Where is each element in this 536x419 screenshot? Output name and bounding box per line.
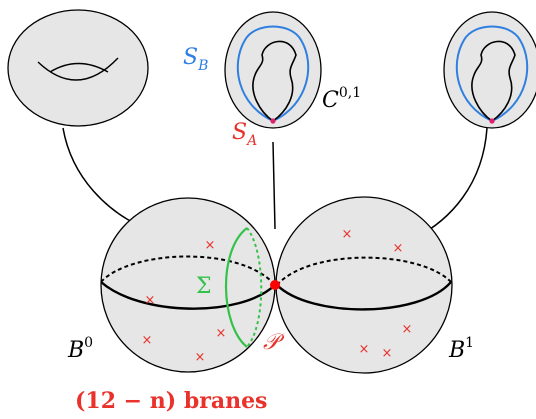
brane-marker: × (342, 227, 353, 242)
torus-fiber (7, 9, 149, 127)
brane-marker: × (402, 322, 413, 337)
brane-marker: × (145, 293, 156, 308)
label-b0: B0 (67, 335, 93, 363)
brane-marker: × (393, 241, 404, 256)
brane-marker: × (382, 346, 393, 361)
torus-hole-bottom (49, 62, 109, 73)
torus-hole-top (37, 57, 119, 81)
middle-pinch-point (270, 118, 276, 124)
sphere-b0-equator-back (100, 255, 276, 286)
pinched-fiber-middle (224, 11, 322, 129)
middle-black-cycle (252, 40, 297, 122)
sphere-b1-equator-back (276, 256, 452, 286)
torus-body (7, 9, 149, 127)
b0-brane-markers: × × × × × (142, 238, 227, 365)
brane-marker: × (205, 238, 216, 253)
sigma-cycle-back (246, 227, 263, 348)
label-sigma: Σ (196, 274, 212, 299)
brane-marker: × (359, 342, 370, 357)
sphere-b0-equator-front (100, 281, 276, 310)
middle-fiber-body (224, 11, 322, 129)
label-p: 𝒫 (263, 330, 285, 355)
label-b1: B1 (448, 335, 474, 363)
connector-middle-fiber-to-p (272, 141, 276, 230)
right-blue-cycle (455, 25, 529, 123)
junction-point-p (270, 280, 280, 290)
sigma-cycle-front (224, 227, 248, 348)
label-s-b: SB (183, 45, 208, 74)
b1-brane-markers: × × × × × (342, 227, 413, 361)
middle-blue-cycle (236, 25, 310, 123)
brane-marker: × (195, 350, 206, 365)
sphere-b1 (275, 196, 453, 374)
pinched-fiber-right (443, 11, 536, 129)
right-pinch-point (489, 118, 495, 124)
brane-marker: × (216, 326, 227, 341)
sphere-b0 (100, 197, 276, 373)
label-branes: (12 − n) branes (75, 388, 267, 414)
label-s-a: SA (232, 120, 257, 149)
brane-marker: × (142, 333, 153, 348)
right-black-cycle (471, 40, 516, 122)
connector-torus-to-b0 (62, 127, 141, 227)
label-c-01: C0,1 (322, 85, 361, 113)
sphere-b1-equator-front (276, 281, 452, 311)
